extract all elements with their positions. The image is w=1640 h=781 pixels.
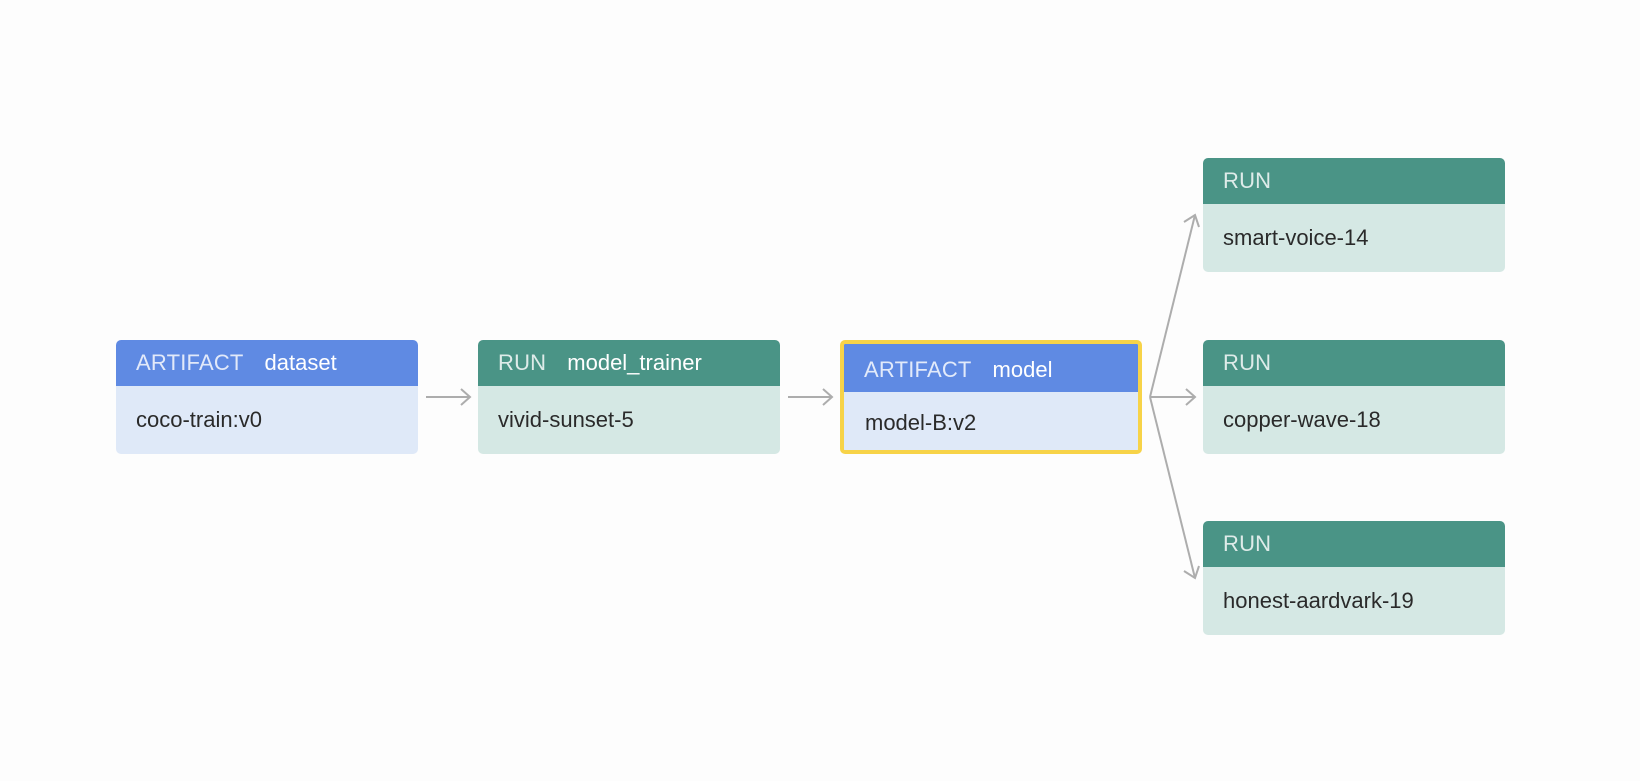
node-run-smart-voice[interactable]: RUN smart-voice-14 [1203,158,1505,272]
edge-model-to-honest-aardvark [1149,396,1200,580]
node-header: RUN [1203,340,1505,386]
node-header: RUN model_trainer [478,340,780,386]
node-value-label: honest-aardvark-19 [1223,588,1414,613]
node-header: RUN [1203,521,1505,567]
node-artifact-model-selected[interactable]: ARTIFACT model model-B:v2 [840,340,1142,454]
node-body: honest-aardvark-19 [1203,567,1505,635]
node-type-label: dataset [264,350,337,375]
node-value-label: vivid-sunset-5 [498,407,634,432]
node-kind-label: RUN [1223,350,1272,375]
node-header: ARTIFACT dataset [116,340,418,386]
edge-model-to-copper-wave [1150,388,1197,406]
node-header: ARTIFACT model [844,344,1138,392]
node-value-label: model-B:v2 [865,410,977,435]
node-type-label: model [992,357,1053,382]
node-body: model-B:v2 [844,392,1138,450]
node-run-copper-wave[interactable]: RUN copper-wave-18 [1203,340,1505,454]
node-header: RUN [1203,158,1505,204]
node-kind-label: RUN [1223,531,1272,556]
node-body: vivid-sunset-5 [478,386,780,454]
node-body: copper-wave-18 [1203,386,1505,454]
node-value-label: coco-train:v0 [136,407,262,432]
node-kind-label: ARTIFACT [864,357,972,382]
node-artifact-dataset[interactable]: ARTIFACT dataset coco-train:v0 [116,340,418,454]
node-value-label: smart-voice-14 [1223,225,1369,250]
node-body: smart-voice-14 [1203,204,1505,272]
node-kind-label: ARTIFACT [136,350,244,375]
node-value-label: copper-wave-18 [1223,407,1381,432]
node-body: coco-train:v0 [116,386,418,454]
edge-trainer-to-model [788,388,834,406]
edge-model-to-smart-voice [1149,213,1200,398]
node-type-label: model_trainer [567,350,702,375]
node-kind-label: RUN [498,350,547,375]
node-kind-label: RUN [1223,168,1272,193]
node-run-model-trainer[interactable]: RUN model_trainer vivid-sunset-5 [478,340,780,454]
node-run-honest-aardvark[interactable]: RUN honest-aardvark-19 [1203,521,1505,635]
edge-dataset-to-trainer [426,388,472,406]
